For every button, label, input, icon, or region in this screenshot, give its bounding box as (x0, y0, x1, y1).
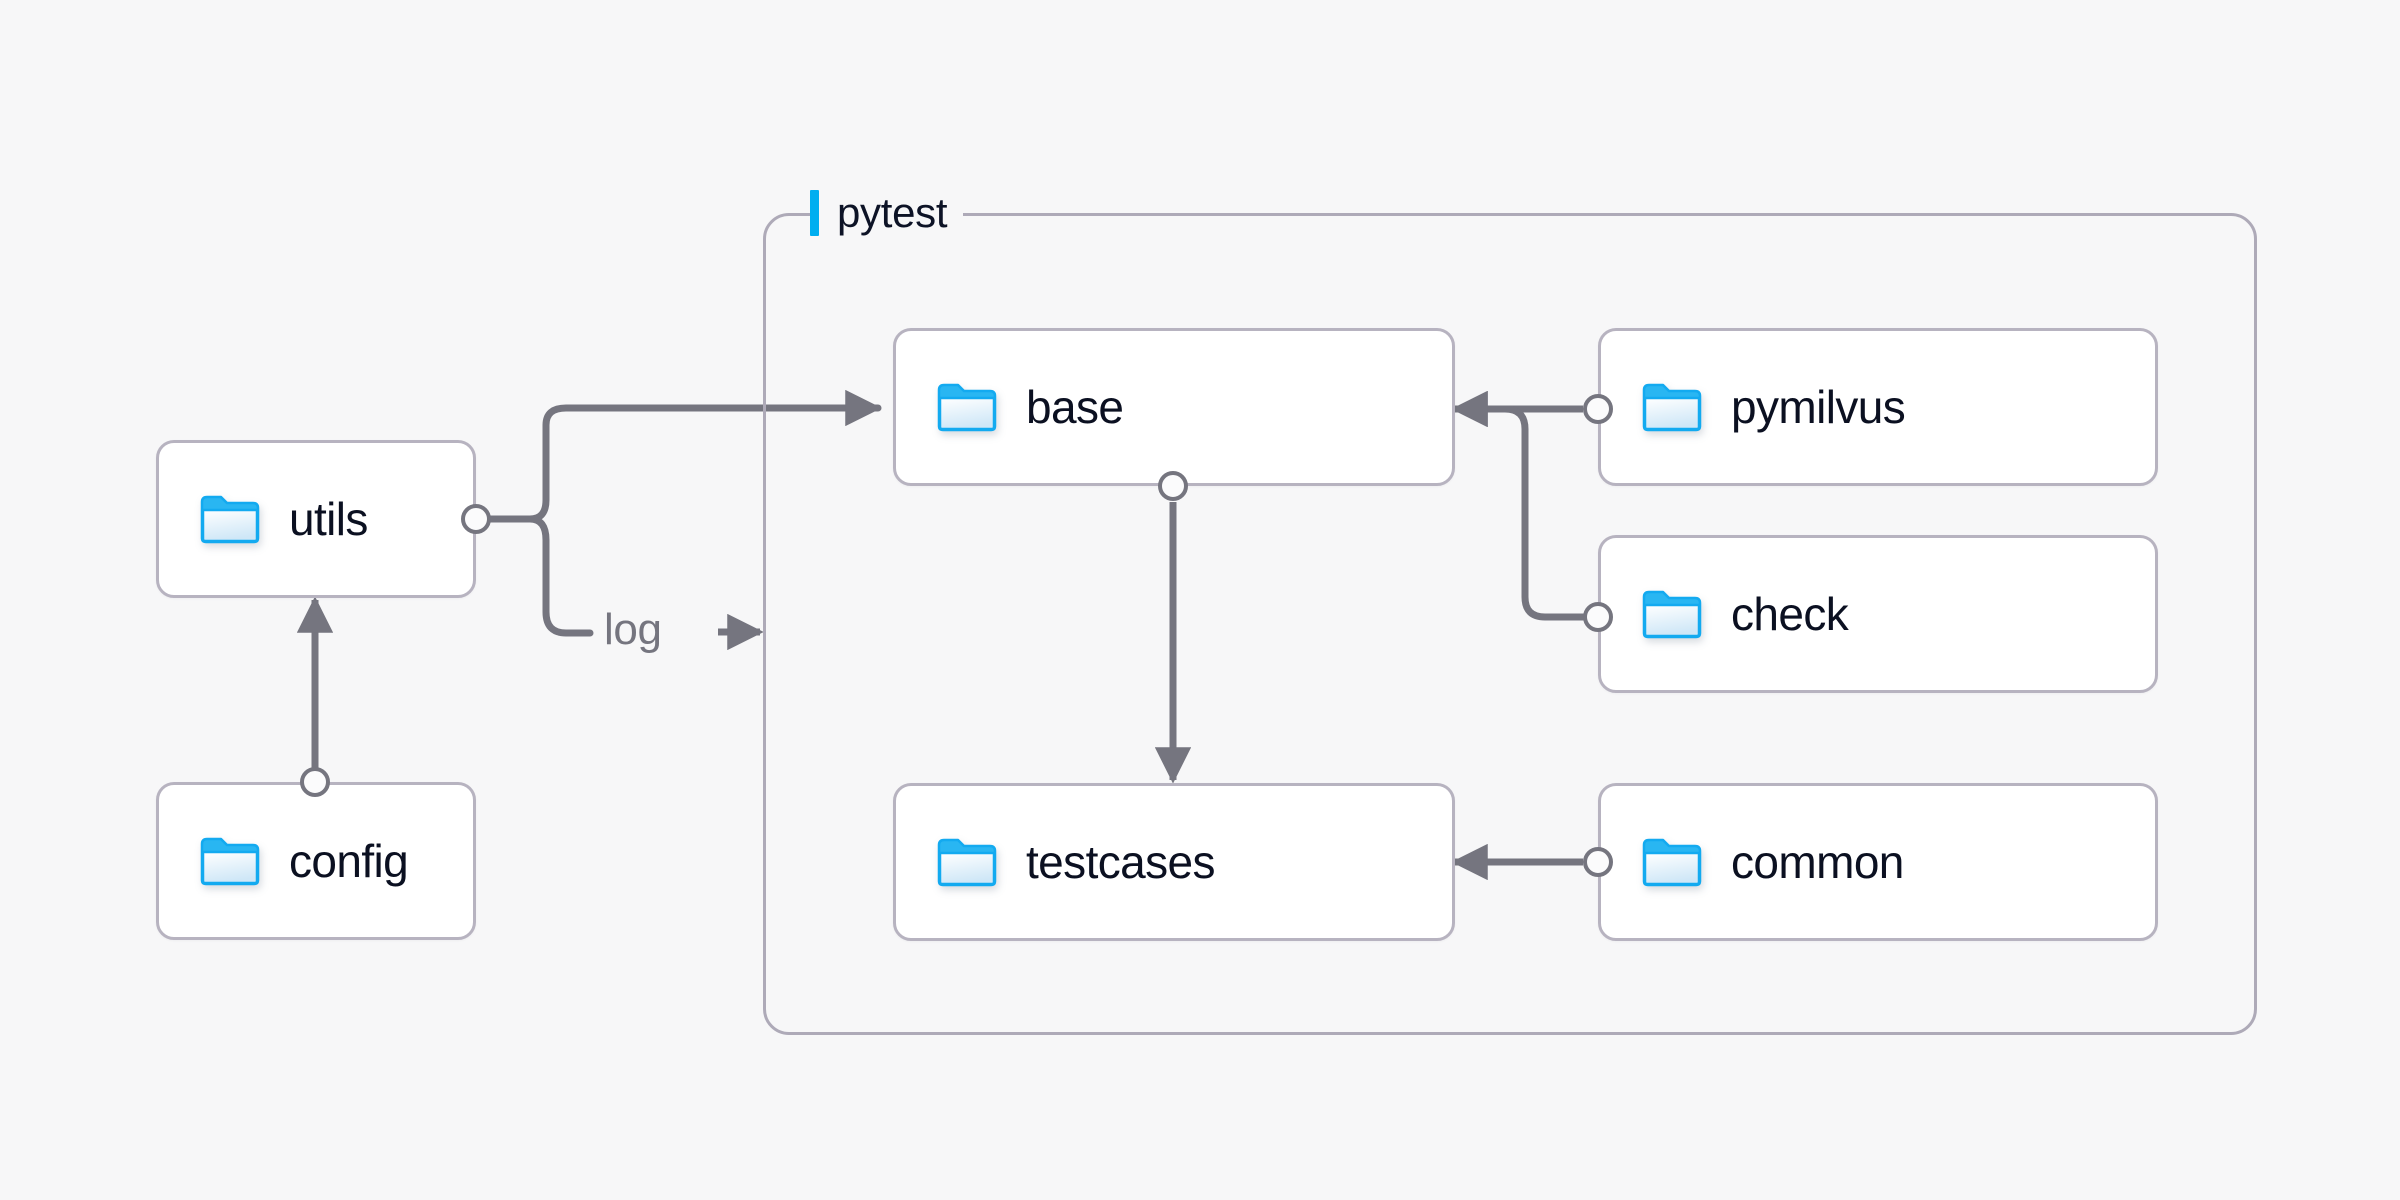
folder-icon (936, 381, 998, 433)
edge-utils-to-log-stub (483, 515, 594, 637)
group-pytest-label: pytest (810, 185, 964, 241)
node-config-label: config (289, 835, 409, 887)
port-common-left[interactable] (1583, 847, 1613, 877)
node-utils[interactable]: utils (156, 440, 476, 598)
group-pytest-container (763, 213, 2257, 1035)
node-utils-label: utils (289, 493, 368, 545)
node-pymilvus-label: pymilvus (1731, 381, 1906, 433)
node-pymilvus[interactable]: pymilvus (1598, 328, 2158, 486)
node-pymilvus-content: pymilvus (1601, 381, 1906, 433)
folder-icon (199, 835, 261, 887)
folder-icon (1641, 381, 1703, 433)
node-config[interactable]: config (156, 782, 476, 940)
node-testcases[interactable]: testcases (893, 783, 1455, 941)
port-config-top[interactable] (300, 767, 330, 797)
port-utils-right[interactable] (461, 504, 491, 534)
node-config-content: config (159, 835, 409, 887)
node-base-label: base (1026, 381, 1124, 433)
node-testcases-label: testcases (1026, 836, 1216, 888)
group-label-text: pytest (837, 189, 948, 236)
folder-icon (936, 836, 998, 888)
node-common-content: common (1601, 836, 1904, 888)
group-accent-bar (810, 190, 819, 236)
node-check-content: check (1601, 588, 1849, 640)
node-common[interactable]: common (1598, 783, 2158, 941)
port-check-left[interactable] (1583, 602, 1613, 632)
port-base-bottom[interactable] (1158, 471, 1188, 501)
node-check[interactable]: check (1598, 535, 2158, 693)
node-base[interactable]: base (893, 328, 1455, 486)
folder-icon (1641, 836, 1703, 888)
node-check-label: check (1731, 588, 1849, 640)
node-utils-content: utils (159, 493, 368, 545)
folder-icon (199, 493, 261, 545)
port-pymilvus-left[interactable] (1583, 394, 1613, 424)
folder-icon (1641, 588, 1703, 640)
node-common-label: common (1731, 836, 1904, 888)
edge-label-log: log (604, 605, 662, 654)
node-base-content: base (896, 381, 1124, 433)
node-testcases-content: testcases (896, 836, 1216, 888)
